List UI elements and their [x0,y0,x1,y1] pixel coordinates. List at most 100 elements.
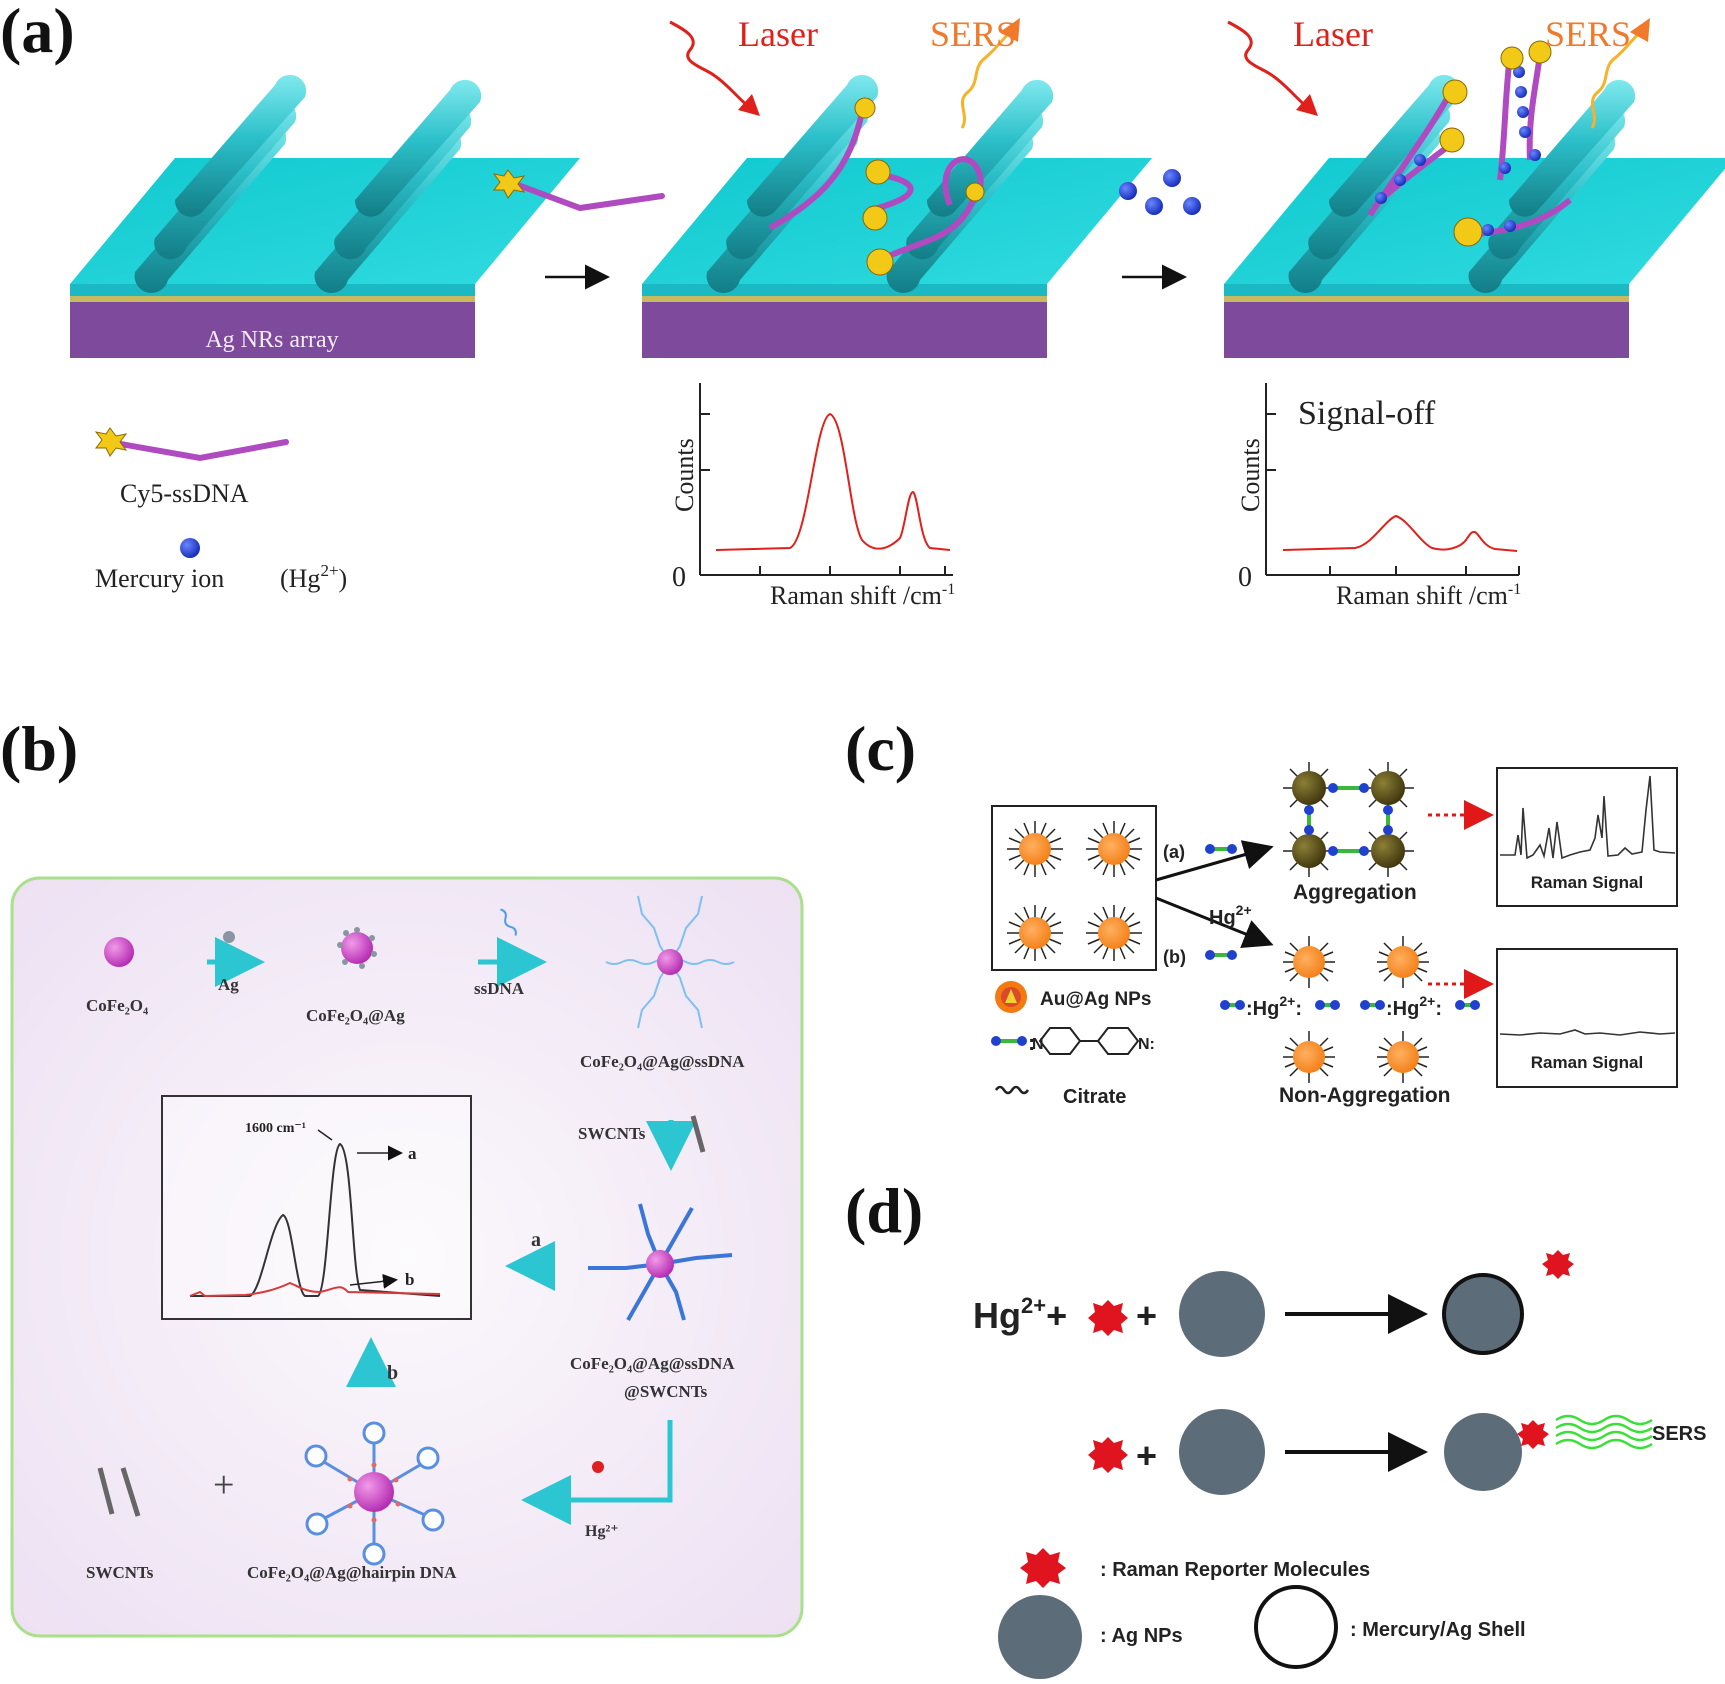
sers-wave-1 [960,18,1020,129]
legend-citrate-icon [994,1085,1030,1095]
plot1-ylabel: Counts [670,438,699,512]
spectrum-label-b: b [405,1270,414,1289]
hg-label: Hg²⁺ [585,1523,619,1540]
plot2-xlabel: Raman shift /cm-1 [1336,581,1521,610]
raman-signal-box-2: Raman Signal [1496,948,1678,1088]
aggregation-label: Aggregation [1293,881,1417,904]
legend-np-icon [995,981,1027,1013]
spectrum-plot-1 [699,383,953,576]
d-reporter-1 [1088,1300,1128,1336]
substrate-label: Ag NRs array [205,327,338,353]
hg-complex-1: :Hg2+: [1220,993,1340,1020]
d-legend-reporter-label: : Raman Reporter Molecules [1100,1559,1370,1581]
legend-citrate-label: Citrate [1063,1086,1126,1108]
d-sers-label: SERS [1652,1423,1706,1445]
d-bound-reporter [1517,1420,1549,1449]
panel-label-a: (a) [0,0,75,66]
d-legend-shell-icon [1254,1585,1338,1669]
d-legend-reporter-icon [1020,1548,1066,1588]
panel-c: (a) (b) Hg2+ [991,762,1678,1108]
swcnts-arrow-label: SWCNTs [578,1124,646,1143]
dispersed-nps [1007,821,1142,961]
raman-signal-box-1: Raman Signal [1496,767,1678,907]
d-legend-shell-label: : Mercury/Ag Shell [1350,1619,1526,1641]
laser-wave-1 [669,20,760,116]
arrow-b-label: b [387,1362,398,1384]
mercury-ions-floating [1119,169,1201,215]
hg-ion-icon [592,1461,604,1473]
d-legend-ag-icon [998,1595,1082,1679]
spectrum-curve-2 [1282,514,1518,552]
aggregated-nps [1283,762,1414,877]
d-hg-label: Hg2++ [973,1293,1067,1336]
panel-b-background [10,876,804,1638]
d-ag-np-reporter [1444,1413,1522,1491]
spectrum-curve-a [190,1142,441,1297]
panel-d: Hg2++ + + SERS : Raman Reporter Molecule… [973,1250,1706,1679]
d-sers-waves [1555,1414,1653,1450]
swcnts-icon-2 [97,1467,141,1517]
swcnts-label: SWCNTs [86,1563,154,1582]
substrate-probe [642,74,1152,358]
d-reporter-2 [1088,1437,1128,1473]
hairpin-particle [304,1421,445,1566]
arrow-route-a [1155,840,1274,882]
cofe-particle [104,937,134,967]
svg-text::Hg2+:: :Hg2+: [1246,993,1302,1020]
svg-text::Hg2+:: :Hg2+: [1386,993,1442,1020]
cofe-ag-ssdna-swcnts-particle [588,1203,733,1321]
sers-wave-2 [1590,18,1650,129]
arrow-route-b [1155,896,1274,948]
d-plus-1: + [1136,1295,1157,1336]
cofe-ag-ssdna-label: CoFe₂O₄@Ag@ssDNA [580,1052,745,1071]
d-ag-np-2 [1179,1409,1265,1495]
svg-text::: : [1028,1030,1035,1055]
cofe-ag-ssdna-particle [605,895,735,1029]
swcnts-icon-1 [690,1115,706,1153]
plus-sign-b: + [213,1464,234,1506]
ag-particle-icon [223,931,235,943]
sers-label-2: SERS [1545,14,1631,54]
panel-b: CoFe₂O₄ Ag CoFe₂O₄@Ag ssDNA [10,876,804,1638]
substrate-mercury [1224,40,1725,358]
sers-label-1: SERS [930,14,1016,54]
panel-label-c: (c) [845,713,916,784]
hg-complex-2: :Hg2+: [1360,993,1480,1020]
d-ag-np-1 [1179,1271,1265,1357]
laser-label-1: Laser [738,14,818,54]
d-legend-ag-label: : Ag NPs [1100,1625,1183,1647]
cofe-ag-label: CoFe₂O₄@Ag [306,1006,405,1025]
route-a-label: (a) [1163,842,1185,862]
route-b-label: (b) [1163,947,1186,967]
d-plus-2: + [1136,1435,1157,1476]
nanorods-1 [134,74,482,293]
legend-np-label: Au@Ag NPs [1040,989,1151,1010]
plot1-zero: 0 [672,562,686,593]
laser-label-2: Laser [1293,14,1373,54]
panel-label-d: (d) [845,1175,923,1246]
ag-label: Ag [218,975,239,994]
route-hg-label: Hg2+ [1209,902,1252,929]
legend-probe [94,427,289,462]
cofe-ag-particle [337,927,377,969]
spectrum-plot-2 [1265,383,1520,576]
plot1-xlabel: Raman shift /cm-1 [770,581,955,610]
hairpin-label: CoFe₂O₄@Ag@hairpin DNA [247,1563,457,1582]
panel-a: Ag NRs array [70,14,1725,610]
spectrum-curve-1 [715,412,951,551]
spectrum-peak-label: 1600 cm⁻¹ [245,1121,306,1136]
cofe-ag-ssdna-swcnts-label-2: @SWCNTs [624,1382,708,1401]
svg-text:N: N [1032,1036,1044,1053]
spectrum-curve-b [189,1281,441,1298]
linker-icon-a [1205,844,1237,854]
plot2-annotation: Signal-off [1298,395,1436,432]
legend-linker-icon: : N N: [991,1027,1155,1055]
panel-b-spectrum: 1600 cm⁻¹ a b [161,1095,472,1320]
non-aggregated-nps [1283,936,1429,1083]
legend-ion-label: Mercury ion (Hg2+) [95,561,347,593]
laser-wave-2 [1227,20,1318,116]
panel-label-b: (b) [0,713,78,784]
plot2-zero: 0 [1238,562,1252,593]
